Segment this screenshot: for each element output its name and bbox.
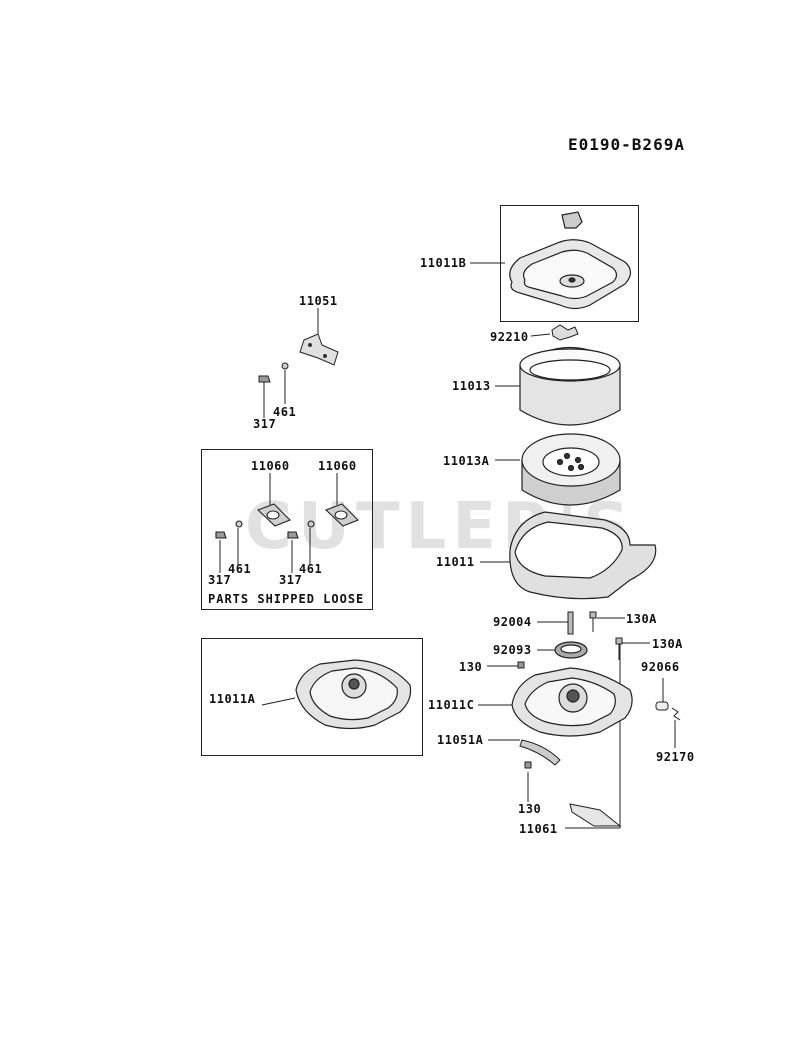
label-461-top: 461 — [273, 405, 297, 419]
label-92093: 92093 — [493, 643, 532, 657]
label-11061: 11061 — [519, 822, 558, 836]
label-317-left: 317 — [208, 573, 232, 587]
label-92004: 92004 — [493, 615, 532, 629]
base-assembly-box — [201, 638, 423, 756]
label-92210: 92210 — [490, 330, 529, 344]
label-461-left: 461 — [228, 562, 252, 576]
label-461-right: 461 — [299, 562, 323, 576]
parts-shipped-loose-box — [201, 449, 373, 610]
label-11011: 11011 — [436, 555, 475, 569]
label-11060-left: 11060 — [251, 459, 290, 473]
label-11011A: 11011A — [209, 692, 256, 706]
label-11013: 11013 — [452, 379, 491, 393]
label-130A-upper: 130A — [626, 612, 657, 626]
label-130-upper: 130 — [459, 660, 483, 674]
label-11051: 11051 — [299, 294, 338, 308]
parts-shipped-loose-caption: PARTS SHIPPED LOOSE — [208, 592, 365, 606]
label-92066: 92066 — [641, 660, 680, 674]
label-11011B: 11011B — [420, 256, 467, 270]
label-317-right: 317 — [279, 573, 303, 587]
label-11013A: 11013A — [443, 454, 490, 468]
label-130-lower: 130 — [518, 802, 542, 816]
label-317-top: 317 — [253, 417, 277, 431]
label-92170: 92170 — [656, 750, 695, 764]
label-130A-lower: 130A — [652, 637, 683, 651]
label-11060-right: 11060 — [318, 459, 357, 473]
label-11011C: 11011C — [428, 698, 475, 712]
diagram-code: E0190-B269A — [568, 135, 685, 154]
label-11051A: 11051A — [437, 733, 484, 747]
